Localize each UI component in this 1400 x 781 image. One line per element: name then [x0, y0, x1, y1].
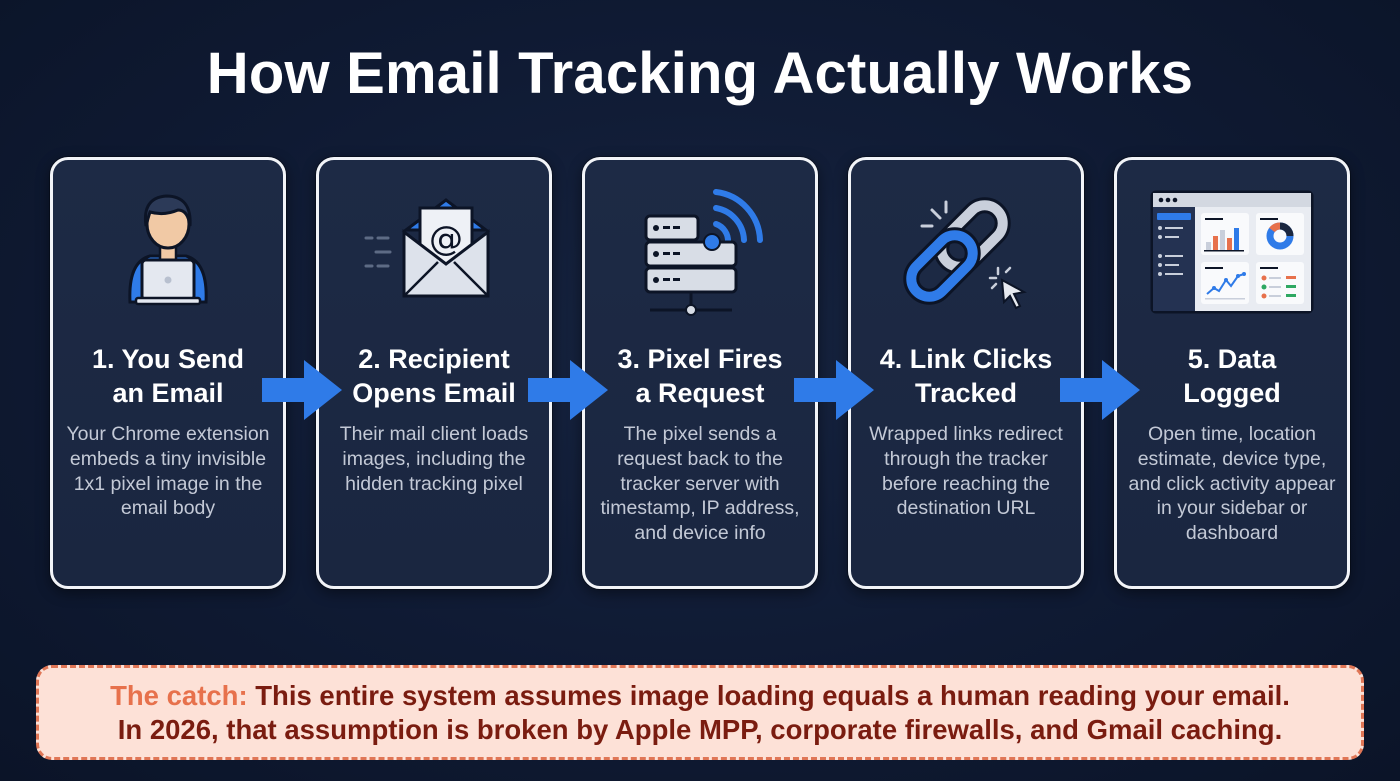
step-heading: 2. Recipient Opens Email: [319, 342, 549, 410]
catch-label: The catch:: [110, 679, 248, 711]
step-heading-line: Tracked: [914, 378, 1018, 408]
step-heading-line: 2. Recipient: [358, 344, 510, 374]
step-heading: 1. You Send an Email: [53, 342, 283, 410]
step-description: Wrapped links redirect through the track…: [869, 423, 1063, 520]
step-heading-line: 1. You Send: [91, 344, 245, 374]
step-heading: 3. Pixel Fires a Request: [585, 342, 815, 410]
step-heading-line: Opens Email: [352, 378, 516, 408]
step-heading: 4. Link Clicks Tracked: [851, 342, 1081, 410]
arrow-right-icon: [528, 360, 608, 420]
catch-text-1: This entire system assumes image loading…: [255, 679, 1290, 711]
step-description: The pixel sends a request back to the tr…: [600, 423, 800, 545]
arrow-right-icon: [794, 360, 874, 420]
catch-text-2: In 2026, that assumption is broken by Ap…: [117, 713, 1283, 745]
step-heading-line: an Email: [112, 378, 224, 408]
step-card-pixel: 3. Pixel Fires a Request The pixel sends…: [582, 157, 818, 589]
step-heading-line: Logged: [1183, 378, 1281, 408]
dashboard-icon: [1117, 182, 1347, 322]
step-heading: 5. Data Logged: [1117, 342, 1347, 410]
step-card-send: 1. You Send an Email Your Chrome extensi…: [50, 157, 286, 589]
step-card-links: 4. Link Clicks Tracked Wrapped links red…: [848, 157, 1084, 589]
arrow-right-icon: [262, 360, 342, 420]
link-click-icon: [851, 182, 1081, 322]
catch-line-1: The catch: This entire system assumes im…: [110, 679, 1290, 713]
step-description: Their mail client loads images, includin…: [339, 423, 529, 495]
step-heading-line: 5. Data: [1187, 344, 1277, 374]
step-card-open: @ 2. Recipient Opens Email Their mail cl…: [316, 157, 552, 589]
open-envelope-at-icon: @: [319, 182, 549, 322]
person-laptop-icon: [53, 182, 283, 322]
catch-callout: The catch: This entire system assumes im…: [36, 665, 1364, 760]
page-title: How Email Tracking Actually Works: [206, 41, 1194, 106]
step-card-data: 5. Data Logged Open time, location estim…: [1114, 157, 1350, 589]
svg-text:@: @: [429, 219, 463, 259]
step-heading-line: a Request: [635, 378, 765, 408]
step-heading-line: 3. Pixel Fires: [617, 344, 783, 374]
step-description: Open time, location estimate, device typ…: [1128, 423, 1336, 545]
arrow-right-icon: [1060, 360, 1140, 420]
step-heading-line: 4. Link Clicks: [879, 344, 1053, 374]
step-description: Your Chrome extension embeds a tiny invi…: [66, 423, 270, 520]
server-signal-icon: [585, 182, 815, 322]
